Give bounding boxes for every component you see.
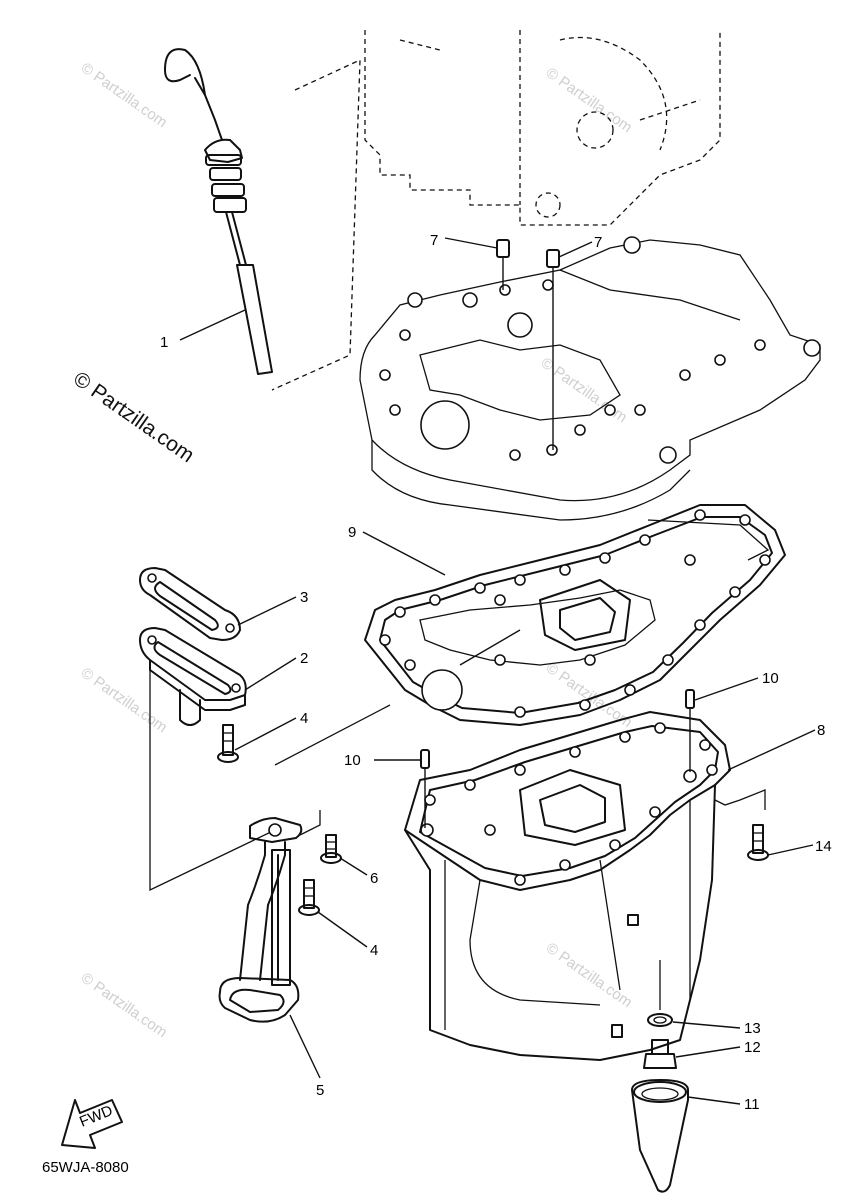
oil-pan-bolt-holes — [420, 722, 718, 886]
callout-11: 11 — [744, 1096, 760, 1113]
callout-10a: 10 — [344, 752, 361, 769]
callout-7a: 7 — [430, 232, 438, 249]
callout-2: 2 — [300, 650, 308, 667]
watermark: © Partzilla.com — [543, 64, 636, 136]
bolt-6 — [320, 834, 342, 864]
dowel-pin-7b — [546, 249, 560, 450]
engine-lower-case — [359, 236, 821, 521]
strainer-cover — [139, 627, 247, 726]
callout-12: 12 — [744, 1039, 761, 1056]
watermark: © Partzilla.com — [78, 969, 171, 1041]
drain-plug — [643, 1039, 677, 1069]
alignment-lines — [149, 670, 391, 892]
callout-10b: 10 — [762, 670, 779, 687]
callout-5: 5 — [316, 1082, 324, 1099]
oil-strainer — [218, 817, 303, 1023]
callout-8: 8 — [817, 722, 825, 739]
bolt-14 — [714, 789, 769, 861]
catalog-code: 65WJA-8080 — [42, 1159, 129, 1176]
callout-4a: 4 — [300, 710, 308, 727]
callout-lines — [179, 237, 816, 1105]
dowel-pin-10b — [685, 689, 695, 772]
dowel-pin-7a — [496, 239, 510, 290]
drain-cap — [631, 1079, 689, 1193]
watermarks: © Partzilla.com © Partzilla.com © Partzi… — [69, 59, 635, 1041]
callout-7b: 7 — [594, 234, 602, 251]
watermark-main: © Partzilla.com — [69, 367, 198, 467]
callout-4b: 4 — [370, 942, 378, 959]
gasket-bolt-holes — [379, 509, 771, 718]
watermark: © Partzilla.com — [78, 59, 171, 131]
callout-1: 1 — [160, 334, 168, 351]
bolt-4b — [298, 879, 320, 916]
callout-14: 14 — [815, 838, 832, 855]
engine-block-outline — [364, 30, 721, 226]
callout-6: 6 — [370, 870, 378, 887]
callout-13: 13 — [744, 1020, 761, 1037]
bolt-4a — [217, 724, 239, 763]
drain-washer — [647, 960, 673, 1027]
dowel-pin-10a — [420, 749, 430, 828]
dipstick — [164, 48, 361, 391]
callout-9: 9 — [348, 524, 356, 541]
strainer-gasket — [139, 567, 241, 641]
oil-pan — [404, 711, 731, 1061]
callout-3: 3 — [300, 589, 308, 606]
fwd-arrow-icon: FWD — [61, 1099, 123, 1149]
oil-pan-gasket — [364, 504, 786, 726]
callout-numbers: 1 7 7 9 3 2 4 10 10 8 14 6 4 5 13 12 11 — [160, 232, 832, 1113]
watermark: © Partzilla.com — [543, 939, 636, 1011]
